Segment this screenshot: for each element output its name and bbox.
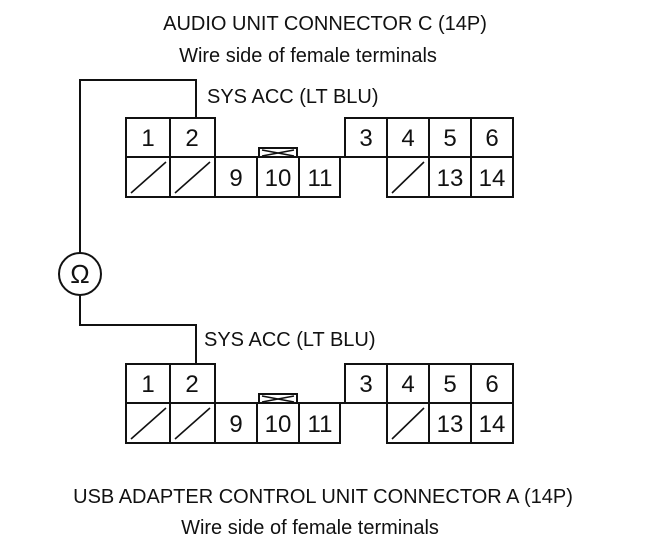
pin-3: 3 [359,125,372,152]
empty-cavity-8 [174,161,211,194]
pin-1: 1 [141,125,154,152]
pin-13: 13 [437,411,464,438]
top-wire-label: SYS ACC (LT BLU) [207,86,379,108]
empty-cavity-7 [130,407,167,440]
pin-2: 2 [185,125,198,152]
top-connector-subtitle: Wire side of female terminals [179,45,437,67]
empty-cavity-12 [391,407,425,440]
empty-cavity-12 [391,161,425,194]
ohm-symbol: Ω [70,259,89,289]
pin-4: 4 [401,371,414,398]
empty-cavity-8 [174,407,211,440]
pin-14: 14 [479,165,506,192]
ohmmeter-icon: Ω [58,252,102,296]
pin-6: 6 [485,371,498,398]
pin-5: 5 [443,125,456,152]
pin-14: 14 [479,411,506,438]
top-connector-title: AUDIO UNIT CONNECTOR C (14P) [163,13,487,35]
pin-10: 10 [265,411,292,438]
top-connector: 1 2 3 4 5 6 9 10 11 13 14 [125,117,514,198]
pin-9: 9 [229,411,242,438]
bottom-connector: 1 2 3 4 5 6 9 10 11 13 14 [125,363,514,444]
pin-11: 11 [308,165,333,192]
bottom-connector-title: USB ADAPTER CONTROL UNIT CONNECTOR A (14… [73,486,573,508]
pin-11: 11 [308,411,333,438]
pin-1: 1 [141,371,154,398]
pin-10: 10 [265,165,292,192]
top-test-lead [79,79,197,253]
pin-9: 9 [229,165,242,192]
pin-5: 5 [443,371,456,398]
bottom-wire-label: SYS ACC (LT BLU) [204,329,376,351]
pin-6: 6 [485,125,498,152]
bottom-test-lead [79,295,197,364]
empty-cavity-7 [130,161,167,194]
connector-latch [258,147,298,158]
pin-2: 2 [185,371,198,398]
pin-3: 3 [359,371,372,398]
pin-13: 13 [437,165,464,192]
connector-latch [258,393,298,404]
bottom-connector-subtitle: Wire side of female terminals [181,517,439,539]
pin-4: 4 [401,125,414,152]
